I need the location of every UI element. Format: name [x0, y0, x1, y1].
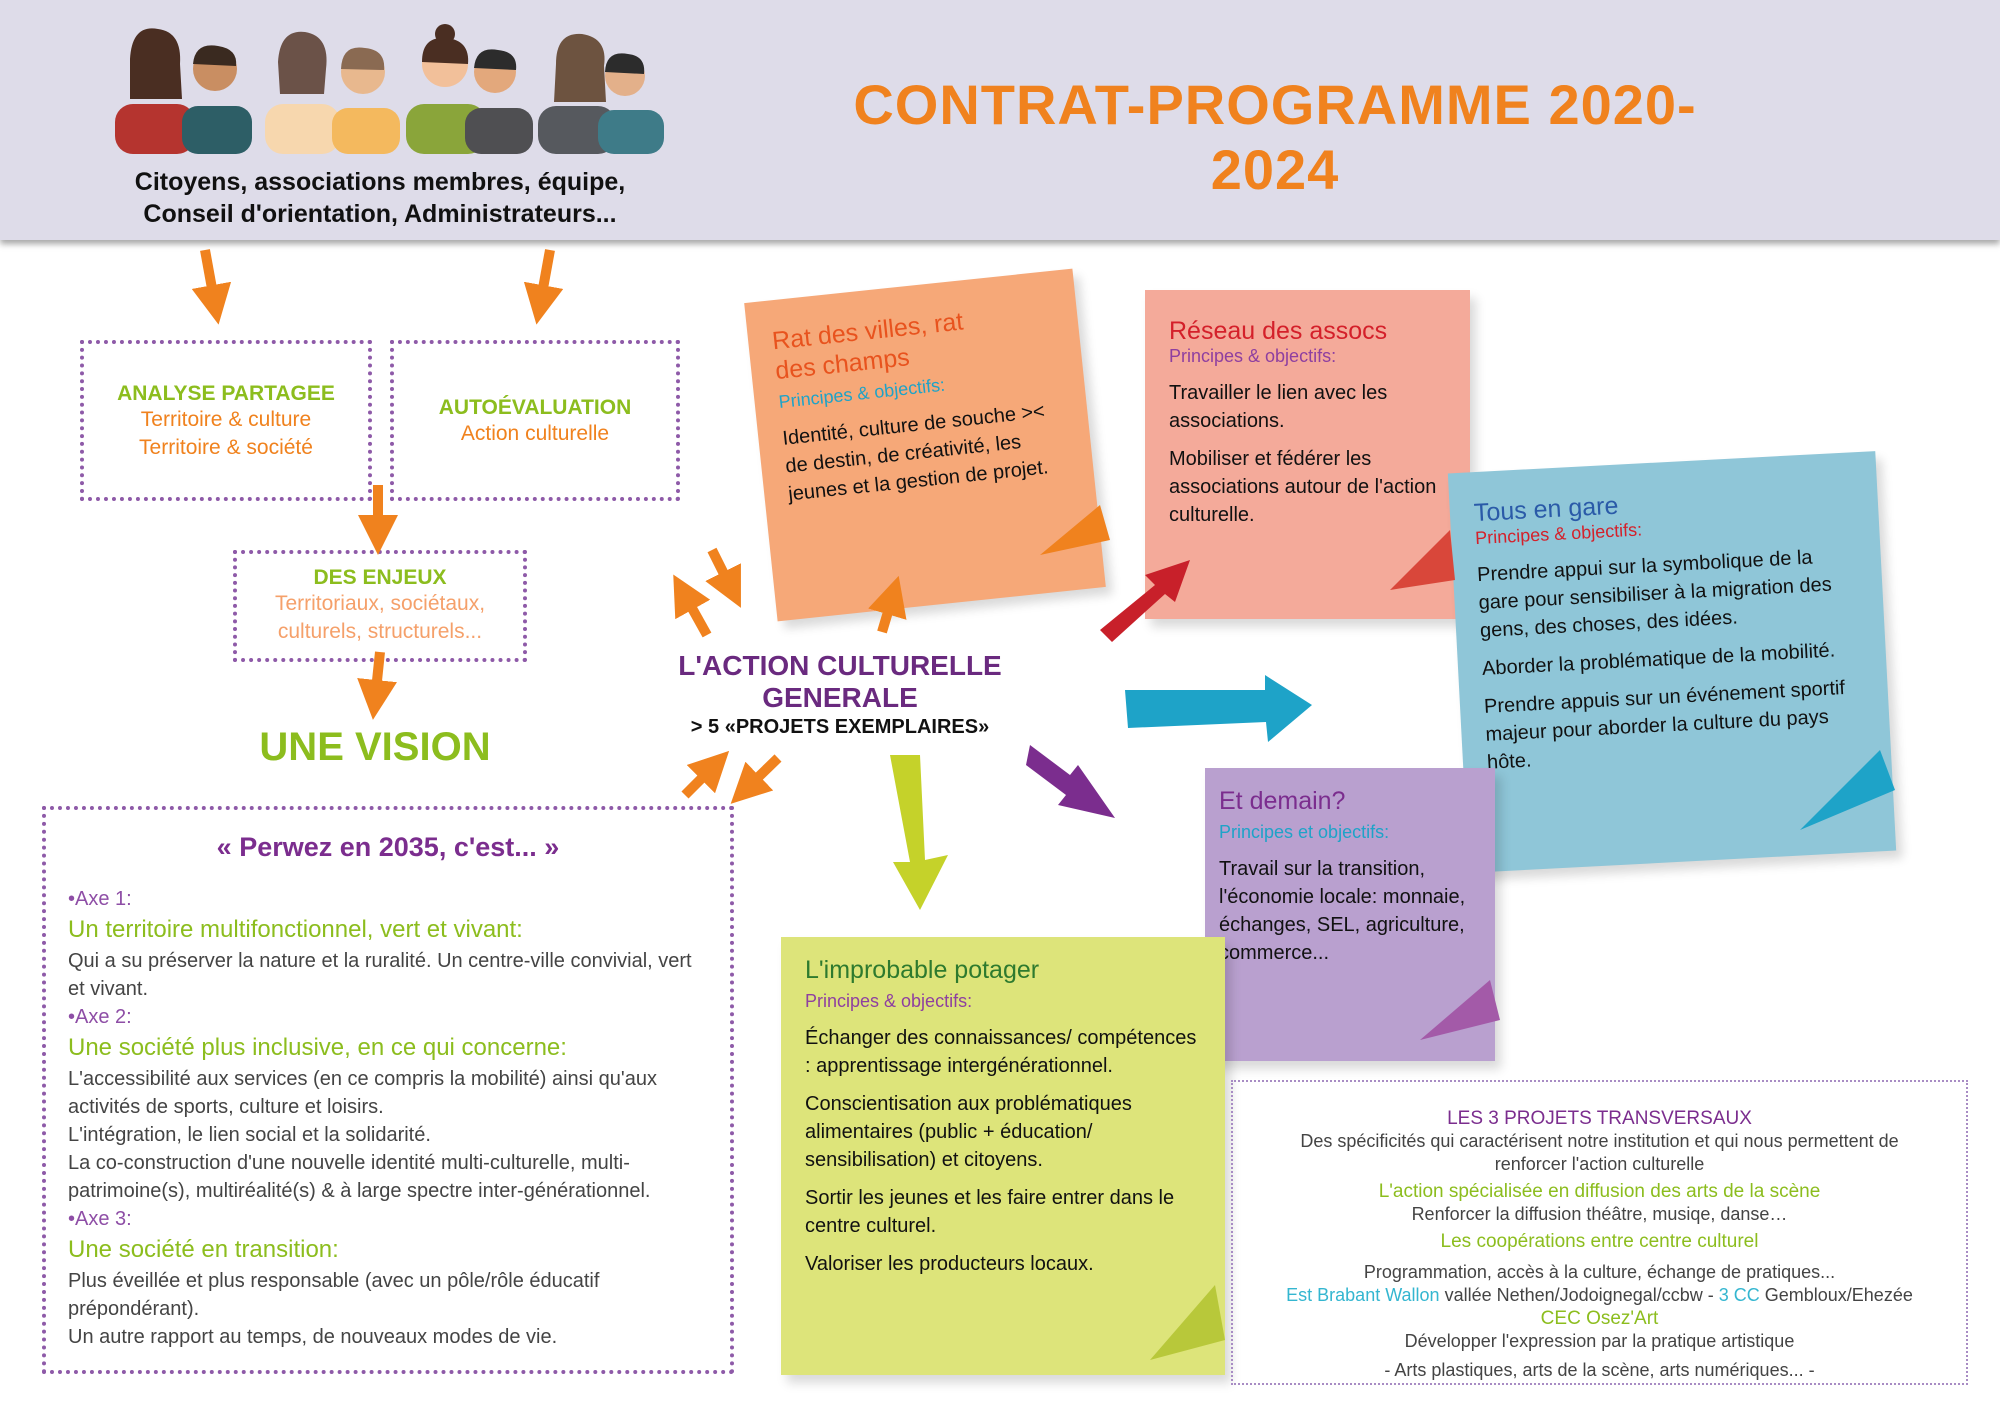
note-rat-des-villes: Rat des villes, rat des champs Principes…: [744, 268, 1106, 622]
axe-1: •Axe 1: Un territoire multifonctionnel, …: [68, 885, 708, 1003]
box-title: AUTOÉVALUATION: [438, 396, 632, 419]
box-line: Action culturelle: [460, 422, 610, 445]
note-body: Prendre appui sur la symbolique de la ga…: [1476, 546, 1833, 642]
axe-body: Plus éveillée et plus responsable (avec …: [68, 1270, 600, 1320]
axe-label: •Axe 1:: [68, 888, 132, 910]
partner: Est Brabant Wallon: [1286, 1285, 1440, 1305]
note-reseau-des-assocs: Réseau des assocs Principes & objectifs:…: [1145, 290, 1470, 619]
box-line: Territoriaux, sociétaux,: [274, 592, 486, 615]
box-title: DES ENJEUX: [313, 566, 447, 589]
axe-3: •Axe 3: Une société en transition: Plus …: [68, 1205, 708, 1351]
note-subtitle: Principes & objectifs:: [1169, 346, 1337, 366]
axe-body: Qui a su préserver la nature et la rural…: [68, 950, 692, 1000]
arrow-icon: [730, 754, 782, 804]
stakeholders-caption: Citoyens, associations membres, équipe, C…: [100, 166, 660, 230]
arrow-icon: [191, 249, 232, 325]
note-subtitle: Principes et objectifs:: [1219, 822, 1390, 842]
enjeux-box: DES ENJEUX Territoriaux, sociétaux, cult…: [233, 550, 527, 662]
axe-2: •Axe 2: Une société plus inclusive, en c…: [68, 1003, 708, 1205]
note-improbable-potager: L'improbable potager Principes & objecti…: [781, 937, 1225, 1375]
transversaux-intro: Des spécificités qui caractérisent notre…: [1300, 1131, 1899, 1174]
perwez-2035-box: « Perwez en 2035, c'est... » •Axe 1: Un …: [42, 806, 734, 1374]
axe-body: Un autre rapport au temps, de nouveaux m…: [68, 1326, 558, 1348]
axe-label: •Axe 2:: [68, 1006, 132, 1028]
project-title: Les coopérations entre centre culturel: [1440, 1231, 1759, 1252]
axe-heading: Une société en transition:: [68, 1236, 339, 1263]
note-body: Prendre appuis sur un événement sportif …: [1483, 677, 1846, 774]
note-subtitle: Principes & objectifs:: [805, 991, 973, 1011]
box-title: ANALYSE PARTAGEE: [117, 382, 335, 405]
central-title: L'ACTION CULTURELLE GENERALE: [678, 650, 1002, 713]
analyse-partagee-box: ANALYSE PARTAGEE Territoire & culture Te…: [80, 340, 372, 501]
axe-label: •Axe 3:: [68, 1208, 132, 1230]
autoevaluation-box: AUTOÉVALUATION Action culturelle: [390, 340, 680, 501]
box-line: Territoire & culture: [140, 408, 312, 431]
axe-body: L'intégration, le lien social et la soli…: [68, 1124, 431, 1146]
caption-line: Conseil d'orientation, Administrateurs..…: [143, 200, 617, 228]
project-body: - Arts plastiques, arts de la scène, art…: [1384, 1360, 1815, 1380]
note-title: Réseau des assocs: [1169, 317, 1388, 345]
note-title: L'improbable potager: [805, 956, 1040, 984]
projets-transversaux-box: LES 3 PROJETS TRANSVERSAUX Des spécifici…: [1231, 1080, 1968, 1385]
arrow-icon: [1026, 745, 1115, 818]
person-icon: [115, 28, 195, 154]
box-line: Territoire & société: [139, 436, 313, 459]
partner-text: vallée Nethen/Jodoignegal/ccbw -: [1439, 1285, 1719, 1305]
note-body: Sortir les jeunes et les faire entrer da…: [805, 1187, 1175, 1237]
project-title: CEC Osez'Art: [1540, 1308, 1659, 1329]
note-body: Travailler le lien avec les associations…: [1169, 382, 1388, 432]
box-line: culturels, structurels...: [277, 620, 483, 643]
note-body: Travail sur la transition, l'économie lo…: [1219, 858, 1466, 964]
transversaux-title: LES 3 PROJETS TRANSVERSAUX: [1447, 1108, 1752, 1129]
caption-line: Citoyens, associations membres, équipe,: [134, 168, 626, 196]
partner-text: Gembloux/Ehezée: [1759, 1285, 1913, 1305]
note-tous-en-gare: Tous en gare Principes & objectifs: Pren…: [1447, 451, 1897, 873]
note-body: Mobiliser et fédérer les associations au…: [1169, 448, 1437, 526]
axe-body: L'accessibilité aux services (en ce comp…: [68, 1068, 657, 1118]
axe-heading: Un territoire multifonctionnel, vert et …: [68, 916, 523, 943]
page-title: CONTRAT-PROGRAMME 2020-2024: [853, 73, 1697, 201]
project-body: Renforcer la diffusion théâtre, musiqe, …: [1411, 1204, 1788, 1224]
note-body: Identité, culture de souche >< de destin…: [781, 400, 1050, 506]
vision-heading: UNE VISION: [259, 725, 491, 769]
project-partners: Est Brabant Wallon vallée Nethen/Jodoign…: [1233, 1284, 1966, 1307]
perwez-title: « Perwez en 2035, c'est... »: [216, 832, 560, 862]
axe-body: La co-construction d'une nouvelle identi…: [68, 1152, 651, 1202]
project-body: Programmation, accès à la culture, échan…: [1363, 1262, 1836, 1282]
axe-heading: Une société plus inclusive, en ce qui co…: [68, 1034, 567, 1061]
note-body: Conscientisation aux problématiques alim…: [805, 1093, 1132, 1171]
note-body: Échanger des connaissances/ compétences …: [805, 1027, 1197, 1077]
central-action-label: L'ACTION CULTURELLE GENERALE > 5 «PROJET…: [600, 650, 1080, 739]
project-title: L'action spécialisée en diffusion des ar…: [1378, 1181, 1821, 1202]
people-illustration: [115, 24, 664, 154]
note-et-demain: Et demain? Principes et objectifs: Trava…: [1205, 768, 1495, 1061]
arrow-icon: [681, 750, 730, 799]
partner: 3 CC: [1718, 1285, 1760, 1305]
arrow-icon: [705, 547, 741, 608]
central-subtitle: > 5 «PROJETS EXEMPLAIRES»: [690, 716, 990, 738]
arrow-icon: [1125, 675, 1312, 742]
note-title: Et demain?: [1219, 787, 1346, 815]
arrow-icon: [673, 574, 712, 638]
arrow-icon: [523, 249, 564, 325]
arrow-icon: [890, 755, 948, 910]
note-body: Valoriser les producteurs locaux.: [805, 1253, 1094, 1275]
project-body: Développer l'expression par la pratique …: [1404, 1331, 1795, 1351]
